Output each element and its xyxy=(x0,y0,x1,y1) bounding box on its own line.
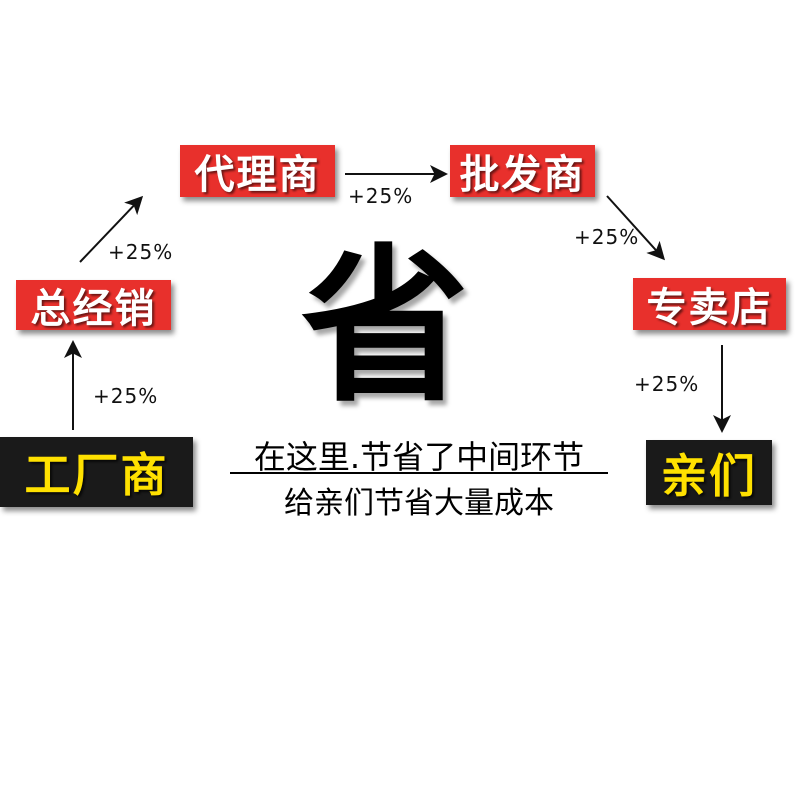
save-character: 省 xyxy=(301,227,469,425)
slogan-underline xyxy=(230,472,608,474)
node-distributor-label: 总经销 xyxy=(30,286,157,332)
markup-wholesaler-to-store: +25% xyxy=(574,225,640,249)
markup-factory-to-distributor: +25% xyxy=(93,384,159,408)
node-customer: 亲们 xyxy=(646,440,772,505)
node-store: 专卖店 xyxy=(633,278,786,331)
node-wholesaler-label: 批发商 xyxy=(459,152,586,198)
node-factory: 工厂商 xyxy=(0,437,193,507)
slogan-line-1: 在这里.节省了中间环节 xyxy=(253,438,585,476)
slogan-line-2: 给亲们节省大量成本 xyxy=(284,486,554,521)
node-agent-label: 代理商 xyxy=(194,152,321,198)
node-customer-label: 亲们 xyxy=(661,448,757,503)
node-wholesaler: 批发商 xyxy=(450,145,595,198)
markup-agent-to-wholesaler: +25% xyxy=(348,184,414,208)
markup-distributor-to-agent: +25% xyxy=(108,240,174,264)
node-factory-label: 工厂商 xyxy=(24,448,169,502)
node-agent: 代理商 xyxy=(180,145,335,198)
markup-store-to-customer: +25% xyxy=(634,372,700,396)
node-store-label: 专卖店 xyxy=(646,285,773,331)
node-distributor: 总经销 xyxy=(16,280,171,332)
